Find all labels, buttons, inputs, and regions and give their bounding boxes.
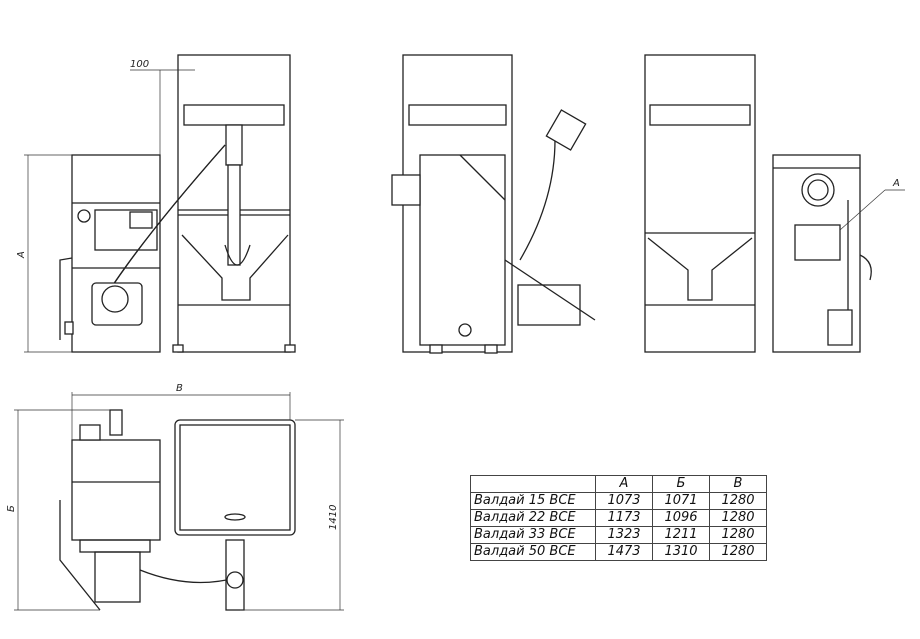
callout-label: А — [892, 178, 900, 189]
front-view: 100 А — [16, 54, 296, 353]
plan-view: В Б 1410 — [6, 383, 344, 611]
side-view — [391, 54, 596, 354]
total-depth-label: 1410 — [328, 505, 339, 530]
height-dimension-label: А — [16, 251, 27, 259]
rear-view: А — [644, 54, 905, 353]
table-header: А Б В — [470, 475, 767, 493]
width-dimension-label: В — [176, 383, 183, 394]
offset-dimension-label: 100 — [130, 59, 149, 70]
depth-dimension-label: Б — [6, 505, 17, 512]
